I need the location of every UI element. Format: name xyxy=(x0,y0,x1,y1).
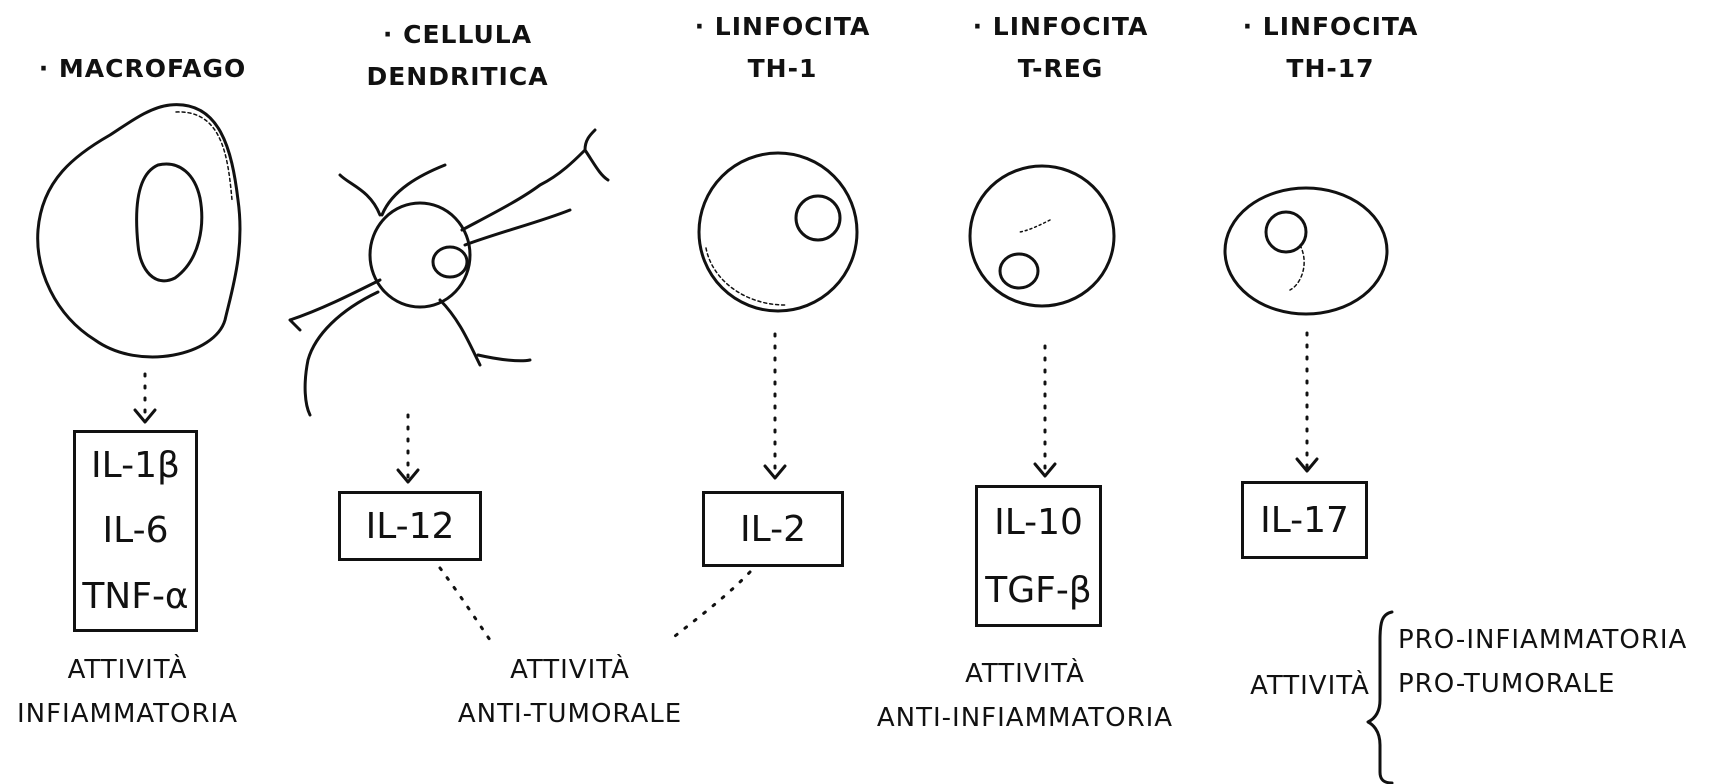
cell-name-line: · LINFOCITA xyxy=(1242,12,1419,41)
activity-anti-tumor: ATTIVITÀ ANTI-TUMORALE xyxy=(420,648,720,736)
activity-th17-items: PRO-INFIAMMATORIA PRO-TUMORALE xyxy=(1398,618,1718,706)
th17-brace xyxy=(1368,612,1392,783)
cytokine-arrows xyxy=(145,333,1307,478)
cytokine-box-treg: IL-10 TGF-β xyxy=(975,485,1102,627)
activity-line: PRO-INFIAMMATORIA xyxy=(1398,625,1688,655)
activity-line: PRO-TUMORALE xyxy=(1398,669,1616,699)
activity-treg: ATTIVITÀ ANTI-INFIAMMATORIA xyxy=(870,652,1180,740)
cell-name-line: · LINFOCITA xyxy=(694,12,871,41)
th1-cell xyxy=(699,153,857,311)
activity-line: ANTI-TUMORALE xyxy=(457,699,683,729)
cytokine-box-th1: IL-2 xyxy=(702,491,844,567)
cytokine: IL-10 xyxy=(994,501,1083,543)
cell-name-line: DENDRITICA xyxy=(366,62,549,91)
cell-name-treg: · LINFOCITA T-REG xyxy=(958,6,1163,90)
cytokine: IL-2 xyxy=(740,508,806,550)
cytokine-box-dendritic: IL-12 xyxy=(338,491,482,561)
activity-th17-label: ATTIVITÀ xyxy=(1240,664,1380,708)
activity-line: ATTIVITÀ xyxy=(510,655,630,685)
cell-name-macrofago: · MACROFAGO xyxy=(20,48,265,90)
cell-name-th17: · LINFOCITA TH-17 xyxy=(1228,6,1433,90)
cell-name-dendritic: · CELLULA DENDRITICA xyxy=(345,14,570,98)
cell-name-line: · CELLULA xyxy=(382,20,533,49)
cell-name-line: · MACROFAGO xyxy=(38,54,247,83)
cytokine: IL-6 xyxy=(102,510,169,552)
cell-name-line: T-REG xyxy=(1017,54,1104,83)
macrophage-cell xyxy=(38,105,240,357)
dendritic-cell xyxy=(290,130,608,415)
cytokine-box-th17: IL-17 xyxy=(1241,481,1368,559)
anti-tumor-connectors xyxy=(440,568,750,640)
activity-line: INFIAMMATORIA xyxy=(16,699,239,729)
treg-cell xyxy=(970,166,1114,306)
cell-name-line: · LINFOCITA xyxy=(972,12,1149,41)
activity-macrofago: ATTIVITÀ INFIAMMATORIA xyxy=(5,648,250,736)
cytokine: IL-17 xyxy=(1260,499,1349,541)
cell-name-line: TH-1 xyxy=(747,54,818,83)
th17-cell xyxy=(1225,188,1387,314)
cytokine: TNF-α xyxy=(82,575,189,617)
cytokine: IL-12 xyxy=(365,505,455,547)
cytokine-box-macrofago: IL-1β IL-6 TNF-α xyxy=(73,430,198,632)
cell-name-th1: · LINFOCITA TH-1 xyxy=(680,6,885,90)
cell-name-line: TH-17 xyxy=(1286,54,1375,83)
activity-line: ATTIVITÀ xyxy=(965,659,1085,689)
activity-line: ANTI-INFIAMMATORIA xyxy=(876,703,1174,733)
arrow-heads xyxy=(135,410,1317,482)
cytokine: TGF-β xyxy=(985,569,1092,611)
activity-line: ATTIVITÀ xyxy=(1250,671,1370,701)
cytokine: IL-1β xyxy=(91,445,180,487)
activity-line: ATTIVITÀ xyxy=(67,655,188,685)
